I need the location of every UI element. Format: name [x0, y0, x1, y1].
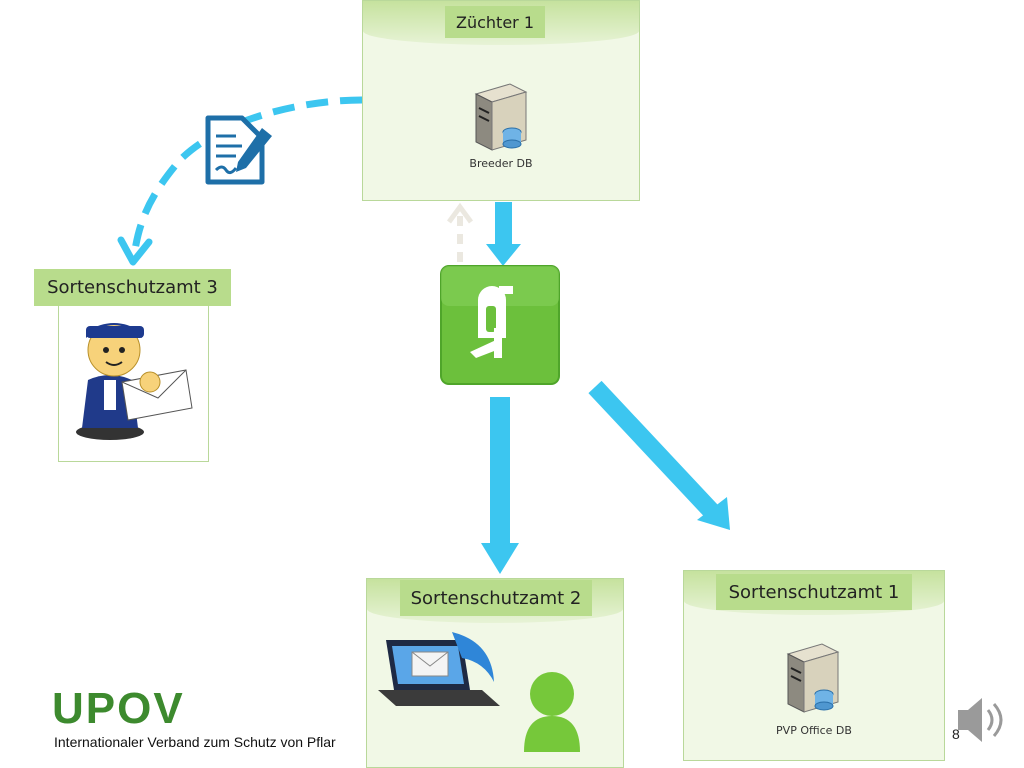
server-icon	[474, 83, 528, 151]
breeder-db-label: Breeder DB	[469, 157, 533, 170]
mailbox-icon	[440, 265, 560, 385]
upov-logo: UPOV	[52, 684, 185, 733]
postman-icon	[76, 323, 193, 440]
dashed-arrow-to-office3	[117, 96, 363, 266]
speaker-icon	[958, 698, 1003, 742]
server-icon	[786, 643, 840, 713]
page-number: 8	[952, 726, 960, 742]
arrow-mailbox-to-office2	[481, 397, 519, 574]
breeder-label: Züchter 1	[445, 6, 545, 38]
faded-return-arrow	[446, 202, 474, 262]
pvp-office-db-label: PVP Office DB	[776, 724, 852, 737]
laptop-email-icon	[378, 632, 500, 706]
document-sign-icon	[205, 115, 272, 185]
office1-label: Sortenschutzamt 1	[716, 574, 912, 610]
office3-label: Sortenschutzamt 3	[34, 269, 231, 306]
arrow-breeder-to-mailbox	[486, 202, 521, 266]
arrow-mailbox-to-office1	[588, 380, 730, 530]
person-icon	[524, 672, 580, 752]
office2-label: Sortenschutzamt 2	[400, 580, 592, 616]
footer-organisation: Internationaler Verband zum Schutz von P…	[54, 734, 336, 750]
